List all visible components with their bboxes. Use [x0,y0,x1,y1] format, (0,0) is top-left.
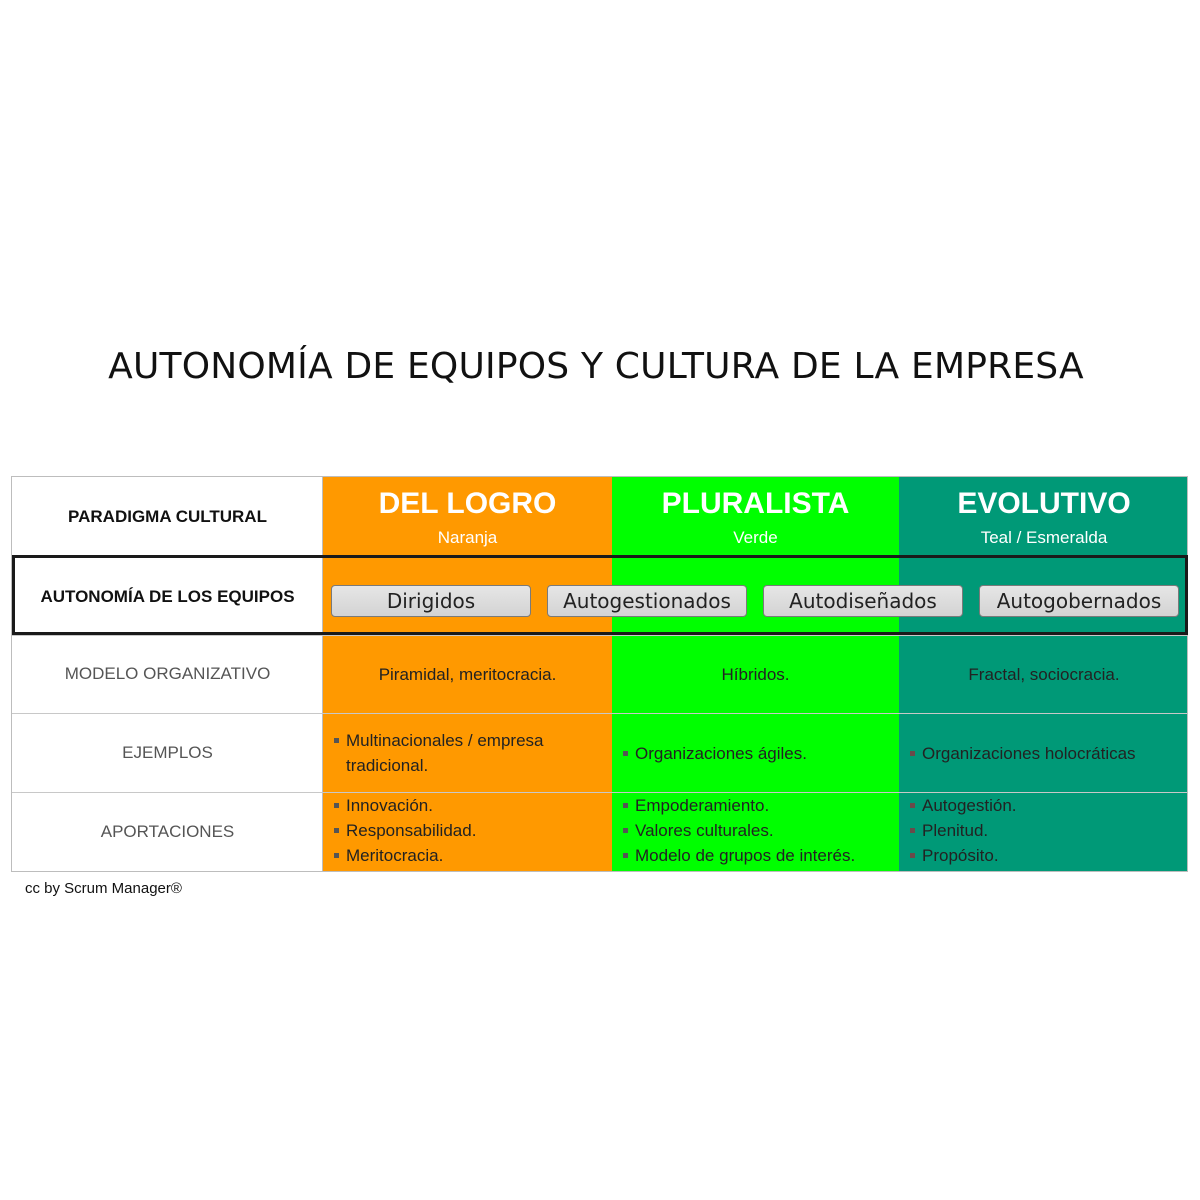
culture-table: PARADIGMA CULTURAL AUTONOMÍA DE LOS EQUI… [11,476,1188,872]
column-title-orange: DEL LOGRO [378,487,557,520]
autonomy-level-autodisenados: Autodiseñados [763,585,963,617]
footer-credit: cc by Scrum Manager® [25,880,182,897]
list-item: Modelo de grupos de interés. [623,843,895,868]
modelo-teal: Fractal, sociocracia. [968,665,1120,684]
list-item: Plenitud. [910,818,1185,843]
row-label-paradigma: PARADIGMA CULTURAL [68,507,267,526]
column-subtitle-orange: Naranja [437,528,498,547]
column-orange [323,477,612,871]
list-item: Organizaciones holocráticas [910,741,1185,766]
row-label-ejemplos: EJEMPLOS [122,743,213,762]
aportaciones-teal: Autogestión. Plenitud. Propósito. [910,793,1185,868]
row-divider [12,792,1187,793]
list-item: Innovación. [334,793,604,818]
column-title-teal: EVOLUTIVO [957,487,1131,520]
list-item: Responsabilidad. [334,818,604,843]
column-teal [899,477,1187,871]
list-item: Autogestión. [910,793,1185,818]
row-label-modelo: MODELO ORGANIZATIVO [64,664,271,683]
row-divider [12,635,1187,636]
label-column [12,477,323,871]
aportaciones-green: Empoderamiento. Valores culturales. Mode… [623,793,895,868]
list-item: Meritocracia. [334,843,604,868]
autonomy-level-autogestionados: Autogestionados [547,585,747,617]
column-subtitle-green: Verde [733,528,778,547]
ejemplos-orange: Multinacionales / empresa tradicional. [334,728,604,778]
column-green [612,477,899,871]
list-item: Multinacionales / empresa tradicional. [334,728,604,778]
autonomy-level-autogobernados: Autogobernados [979,585,1179,617]
row-divider [12,713,1187,714]
modelo-green: Híbridos. [721,665,790,684]
list-item: Valores culturales. [623,818,895,843]
list-item: Empoderamiento. [623,793,895,818]
row-label-aportaciones: APORTACIONES [100,822,235,841]
autonomy-level-dirigidos: Dirigidos [331,585,531,617]
column-subtitle-teal: Teal / Esmeralda [980,528,1108,547]
modelo-orange: Piramidal, meritocracia. [378,665,557,684]
column-title-green: PLURALISTA [661,487,850,520]
page-title: AUTONOMÍA DE EQUIPOS Y CULTURA DE LA EMP… [108,346,1084,387]
list-item: Organizaciones ágiles. [623,741,895,766]
aportaciones-orange: Innovación. Responsabilidad. Meritocraci… [334,793,604,868]
ejemplos-green: Organizaciones ágiles. [623,741,895,766]
ejemplos-teal: Organizaciones holocráticas [910,741,1185,766]
row-label-autonomia: AUTONOMÍA DE LOS EQUIPOS [40,587,295,606]
list-item: Propósito. [910,843,1185,868]
